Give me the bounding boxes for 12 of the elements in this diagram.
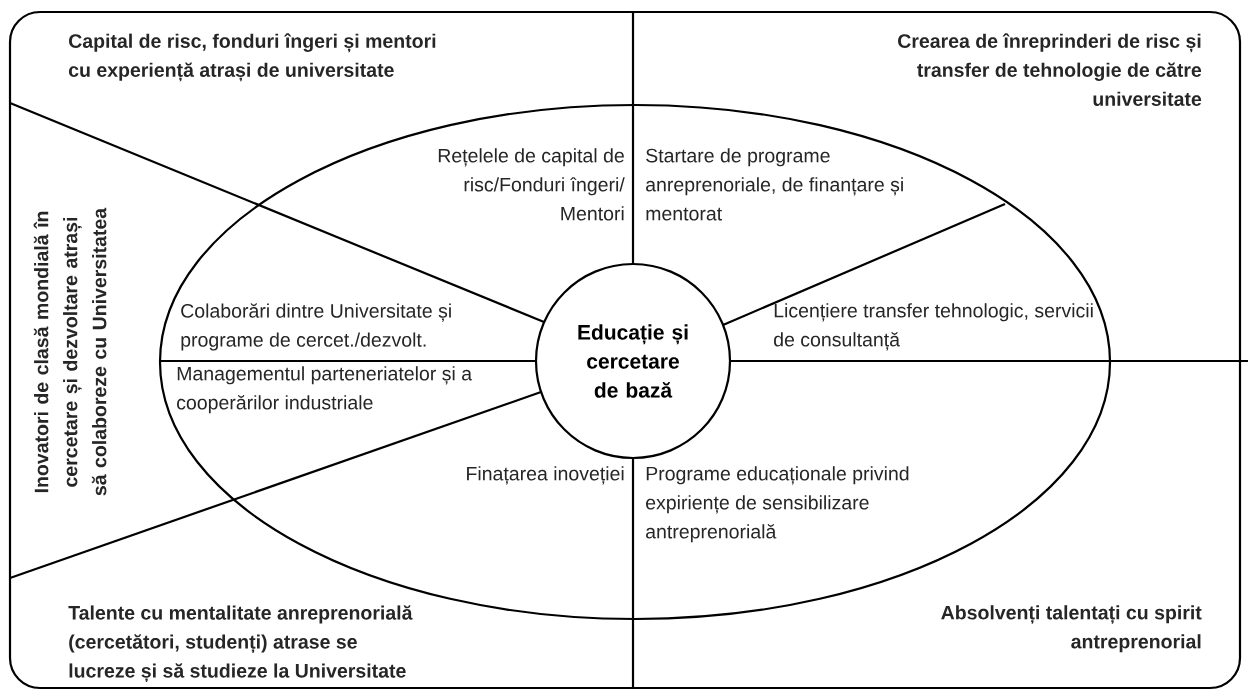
sector-label: Managementul parteneriatelor și a cooperărilor industriale <box>177 366 473 414</box>
sector-label: Startare de programe anreprenoriale, de finanțare și mentorat <box>646 148 903 221</box>
sector-label: Programe educaționale privind expiriențe de sensibilizare antreprenorială <box>646 466 909 543</box>
region-heading: Crearea de înreprinderi de risc și transfer de tehnologie de către universitate <box>898 33 1202 106</box>
sector-label: Licențiere transfer tehnologic, servicii de consultanță <box>774 303 1093 351</box>
region-heading: Inovatori de clasă mondială în cercetare și dezvoltare atrași să colaboreze cu Universitatea <box>33 207 107 496</box>
sector-label: Finațarea inoveției <box>467 466 624 485</box>
region-heading: Capital de risc, fonduri îngeri și mentori cu experiență atrași de universitate <box>69 33 436 82</box>
region-heading: Talente cu mentalitate anreprenorială (cercetători, studenți) atrase se lucreze și să studieze la Universitate <box>68 605 413 683</box>
sector-label: Colaborări dintre Universitate și programe de cercet./dezvolt. <box>181 303 451 351</box>
sector-label: Rețelele de capital de risc/Fonduri îngeri/ Mentori <box>438 148 625 221</box>
region-heading: Absolvenți talentați cu spirit antreprenorial <box>941 605 1202 653</box>
